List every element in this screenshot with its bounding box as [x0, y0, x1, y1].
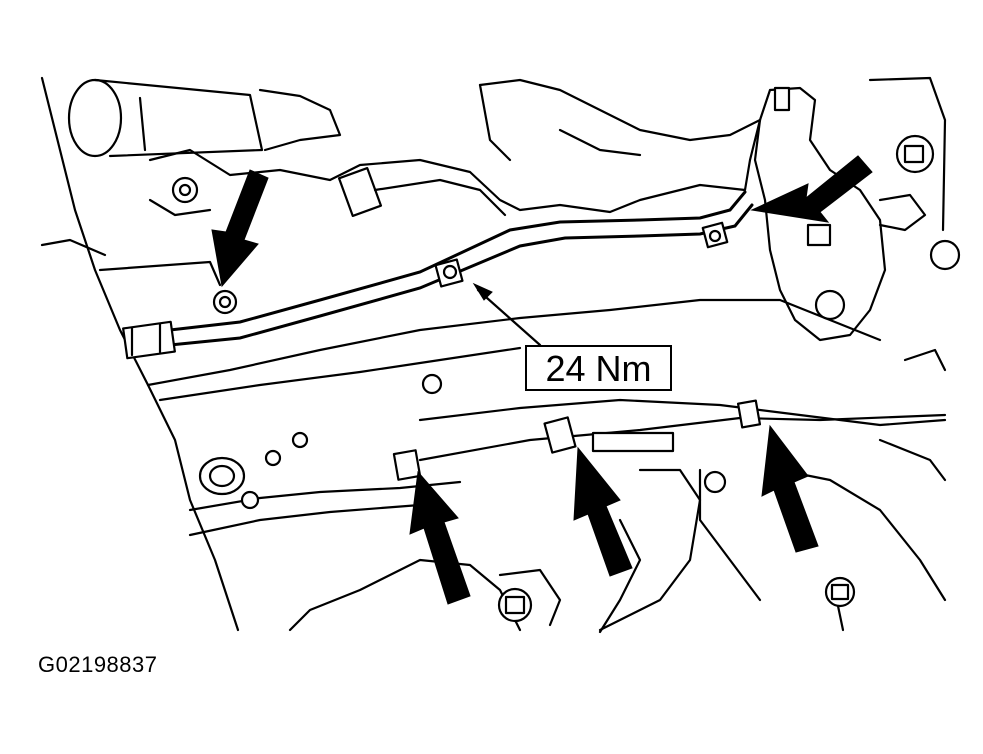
arrow-bottom-middle	[573, 446, 633, 577]
figure-id: G02198837	[38, 652, 158, 677]
upper-housing	[148, 118, 762, 214]
arrow-top-left	[211, 169, 269, 288]
right-bracket	[753, 76, 961, 342]
lower-pins	[392, 399, 762, 481]
torque-callout: 24 Nm	[525, 345, 672, 391]
callout-leader	[476, 288, 542, 347]
left-mount	[40, 176, 222, 287]
upper-shaft	[67, 78, 342, 158]
torque-callout-label: 24 Nm	[545, 348, 652, 389]
arrow-bottom-left	[409, 470, 471, 605]
crossmember	[146, 298, 947, 537]
callout-leader-head	[472, 282, 493, 301]
arrow-bottom-right	[761, 424, 819, 553]
pointer-arrows	[211, 155, 873, 605]
hose-clamp	[337, 166, 507, 218]
arrow-top-right	[750, 155, 873, 223]
lower-housing	[288, 348, 947, 634]
line-bolts	[212, 221, 729, 315]
